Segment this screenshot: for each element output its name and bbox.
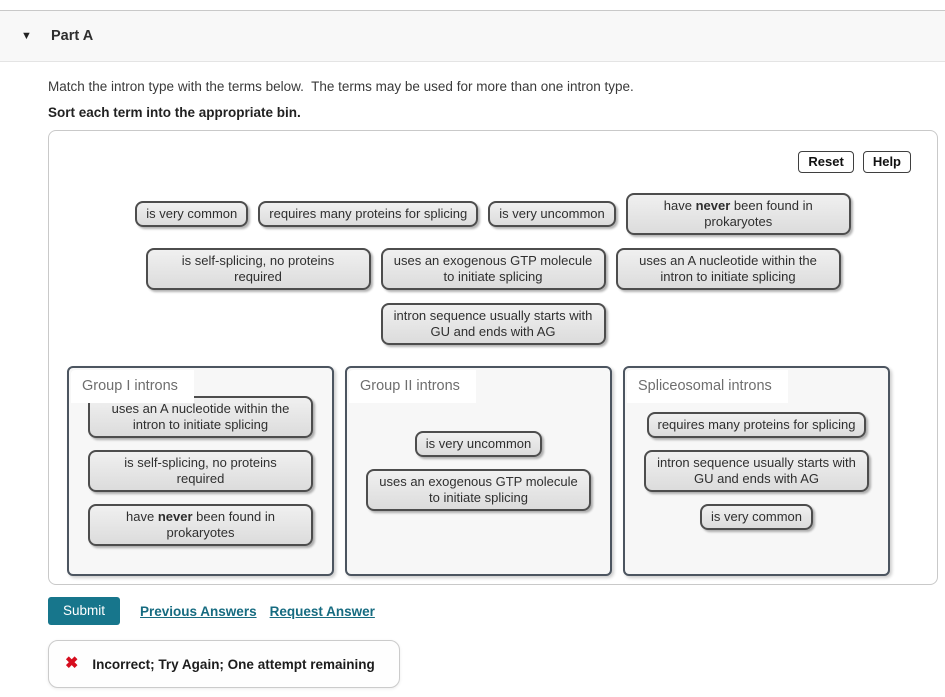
term-chip[interactable]: intron sequence usually starts with GU a… — [380, 303, 606, 345]
bin-contents: requires many proteins for splicing intro… — [644, 412, 869, 530]
error-x-icon: ✖ — [65, 655, 79, 672]
bin-label: Spliceosomal introns — [627, 370, 788, 403]
panel-actions: Reset Help — [798, 151, 911, 173]
term-pool: is very common requires many proteins for… — [49, 131, 937, 345]
bin-group-1-introns[interactable]: Group I introns uses an A nucleotide wit… — [67, 366, 334, 576]
term-chip[interactable]: is very common — [135, 201, 249, 227]
term-chip[interactable]: requires many proteins for splicing — [646, 412, 867, 438]
part-header: ▼ Part A — [0, 10, 945, 62]
bin-group-2-introns[interactable]: Group II introns is very uncommon uses an… — [345, 366, 612, 576]
bin-contents: is very uncommon uses an exogenous GTP mo… — [366, 431, 591, 511]
bin-contents: uses an A nucleotide within the intron t… — [88, 396, 313, 546]
term-chip[interactable]: uses an exogenous GTP molecule to initia… — [366, 469, 591, 511]
reset-button[interactable]: Reset — [798, 151, 854, 173]
footer-actions: Submit Previous Answers Request Answer — [48, 597, 945, 625]
term-chip[interactable]: is very uncommon — [488, 201, 616, 227]
submit-button[interactable]: Submit — [48, 597, 121, 625]
term-chip[interactable]: have never been found in prokaryotes — [88, 504, 313, 546]
term-chip[interactable]: uses an exogenous GTP molecule to initia… — [380, 248, 606, 290]
bin-label: Group II introns — [349, 370, 476, 403]
request-answer-link[interactable]: Request Answer — [269, 603, 375, 619]
bin-spliceosomal-introns[interactable]: Spliceosomal introns requires many prote… — [623, 366, 890, 576]
term-chip[interactable]: is self-splicing, no proteins required — [145, 248, 371, 290]
term-chip[interactable]: is very common — [699, 504, 814, 530]
term-chip[interactable]: is self-splicing, no proteins required — [88, 450, 313, 492]
instruction-text: Match the intron type with the terms bel… — [48, 79, 634, 94]
term-chip[interactable]: have never been found in prokaryotes — [625, 193, 851, 235]
feedback-banner: ✖ Incorrect; Try Again; One attempt rema… — [48, 640, 400, 688]
feedback-message: Incorrect; Try Again; One attempt remain… — [92, 656, 375, 672]
term-chip[interactable]: is very uncommon — [414, 431, 543, 457]
sort-instruction-text: Sort each term into the appropriate bin. — [48, 105, 301, 120]
previous-answers-link[interactable]: Previous Answers — [140, 603, 257, 619]
term-chip[interactable]: intron sequence usually starts with GU a… — [644, 450, 869, 492]
collapse-arrow-icon[interactable]: ▼ — [21, 30, 32, 42]
term-chip[interactable]: requires many proteins for splicing — [258, 201, 479, 227]
term-chip[interactable]: uses an A nucleotide within the intron t… — [615, 248, 841, 290]
pool-row-3: intron sequence usually starts with GU a… — [380, 303, 606, 345]
pool-row-1: is very common requires many proteins for… — [135, 193, 851, 235]
part-title: Part A — [51, 28, 94, 44]
help-button[interactable]: Help — [862, 151, 911, 173]
term-chip[interactable]: uses an A nucleotide within the intron t… — [88, 396, 313, 438]
bins-row: Group I introns uses an A nucleotide wit… — [49, 366, 937, 576]
bin-label: Group I introns — [71, 370, 194, 403]
